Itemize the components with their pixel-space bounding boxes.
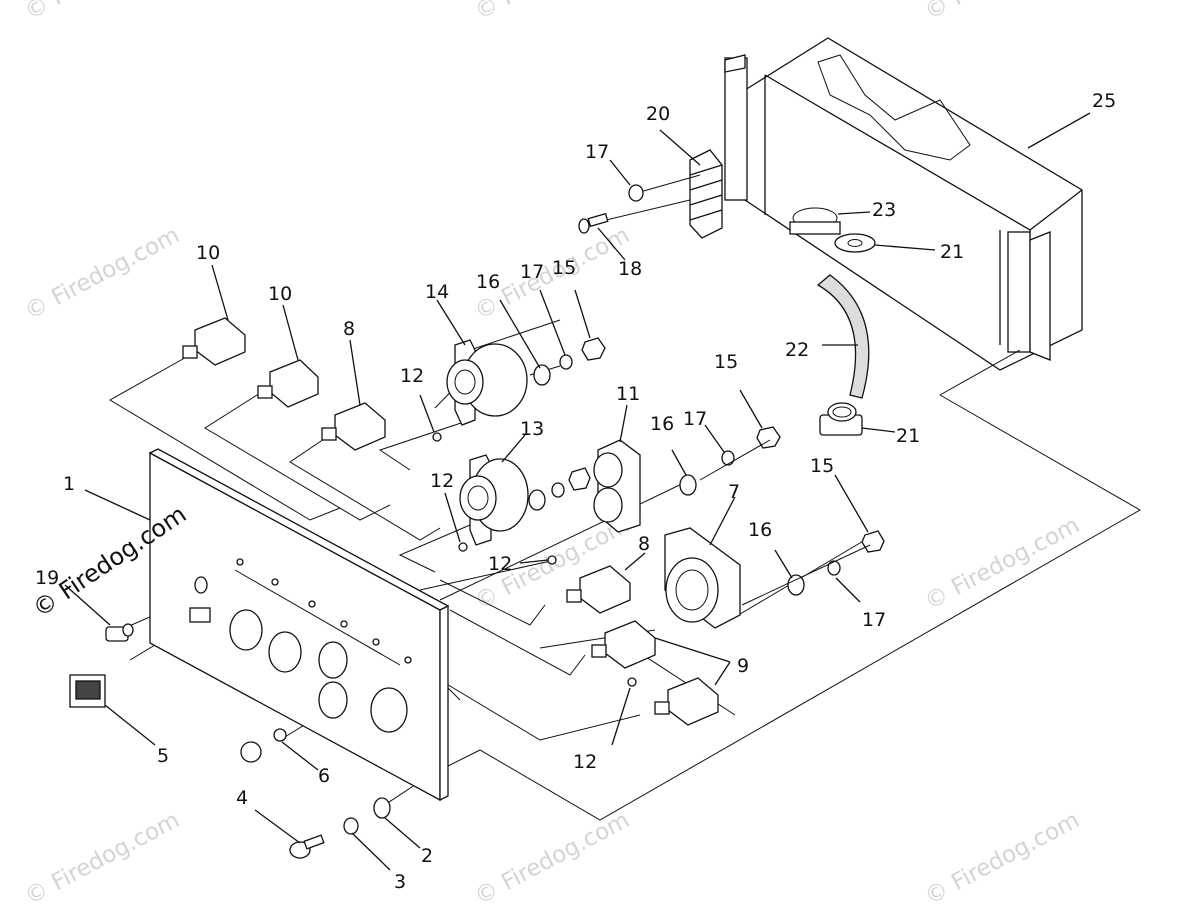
power-receptacle (664, 496, 741, 629)
circuit-breaker (321, 339, 386, 451)
control-box-housing (724, 37, 1091, 371)
label-25: 25 (1092, 90, 1116, 112)
label-1: 1 (63, 473, 75, 495)
part-number-labels: 1 2 3 4 5 6 7 8 8 9 10 10 11 12 12 12 12… (35, 90, 1116, 893)
circuit-breaker (182, 264, 246, 366)
indicator-light (64, 584, 134, 642)
watermark: © Firedog.com (21, 222, 184, 325)
label-20: 20 (646, 103, 670, 125)
label-16: 16 (748, 519, 772, 541)
label-14: 14 (425, 281, 449, 303)
washer (373, 797, 391, 819)
label-15: 15 (714, 351, 738, 373)
duplex-receptacle (593, 404, 641, 533)
circuit-breaker (257, 304, 319, 408)
label-8: 8 (638, 533, 650, 555)
label-23: 23 (872, 199, 896, 221)
washer (628, 184, 644, 202)
label-17: 17 (585, 141, 609, 163)
label-11: 11 (616, 383, 640, 405)
label-12: 12 (488, 553, 512, 575)
circuit-breaker (591, 620, 656, 669)
label-17: 17 (862, 609, 886, 631)
bushing (240, 741, 262, 763)
label-8: 8 (343, 318, 355, 340)
front-panel (84, 448, 450, 802)
hardware (419, 289, 885, 746)
switch (69, 674, 156, 746)
watermark: © Firedog.com (471, 0, 634, 25)
label-9: 9 (737, 655, 749, 677)
label-15: 15 (552, 257, 576, 279)
washer (343, 817, 359, 835)
watermark: © Firedog.com (921, 512, 1084, 615)
label-3: 3 (394, 871, 406, 893)
circuit-breaker (566, 552, 646, 614)
label-12: 12 (400, 365, 424, 387)
strain-relief (819, 402, 896, 436)
label-21: 21 (896, 425, 920, 447)
label-12: 12 (573, 751, 597, 773)
label-18: 18 (618, 258, 642, 280)
grommet-strip (816, 274, 870, 399)
watermark: © Firedog.com (21, 0, 184, 25)
watermark: © Firedog.com (471, 807, 634, 910)
watermark: © Firedog.com (921, 0, 1084, 25)
twist-lock-receptacle (436, 299, 561, 426)
o-ring (273, 728, 287, 742)
label-16: 16 (650, 413, 674, 435)
label-13: 13 (520, 418, 544, 440)
label-19: 19 (35, 567, 59, 589)
label-7: 7 (728, 481, 740, 503)
screw (578, 199, 691, 261)
twist-lock-receptacle (459, 434, 529, 546)
watermark: © Firedog.com (21, 807, 184, 910)
label-6: 6 (318, 765, 330, 787)
label-22: 22 (785, 339, 809, 361)
label-17: 17 (520, 261, 544, 283)
screw (254, 809, 325, 859)
label-15: 15 (810, 455, 834, 477)
label-2: 2 (421, 845, 433, 867)
label-10: 10 (268, 283, 292, 305)
label-5: 5 (157, 745, 169, 767)
label-21: 21 (940, 241, 964, 263)
terminal-block (659, 129, 723, 239)
watermark: © Firedog.com (921, 807, 1084, 910)
circuit-breaker (654, 637, 731, 726)
label-16: 16 (476, 271, 500, 293)
label-12: 12 (430, 470, 454, 492)
label-17: 17 (683, 408, 707, 430)
label-4: 4 (236, 787, 248, 809)
label-10: 10 (196, 242, 220, 264)
